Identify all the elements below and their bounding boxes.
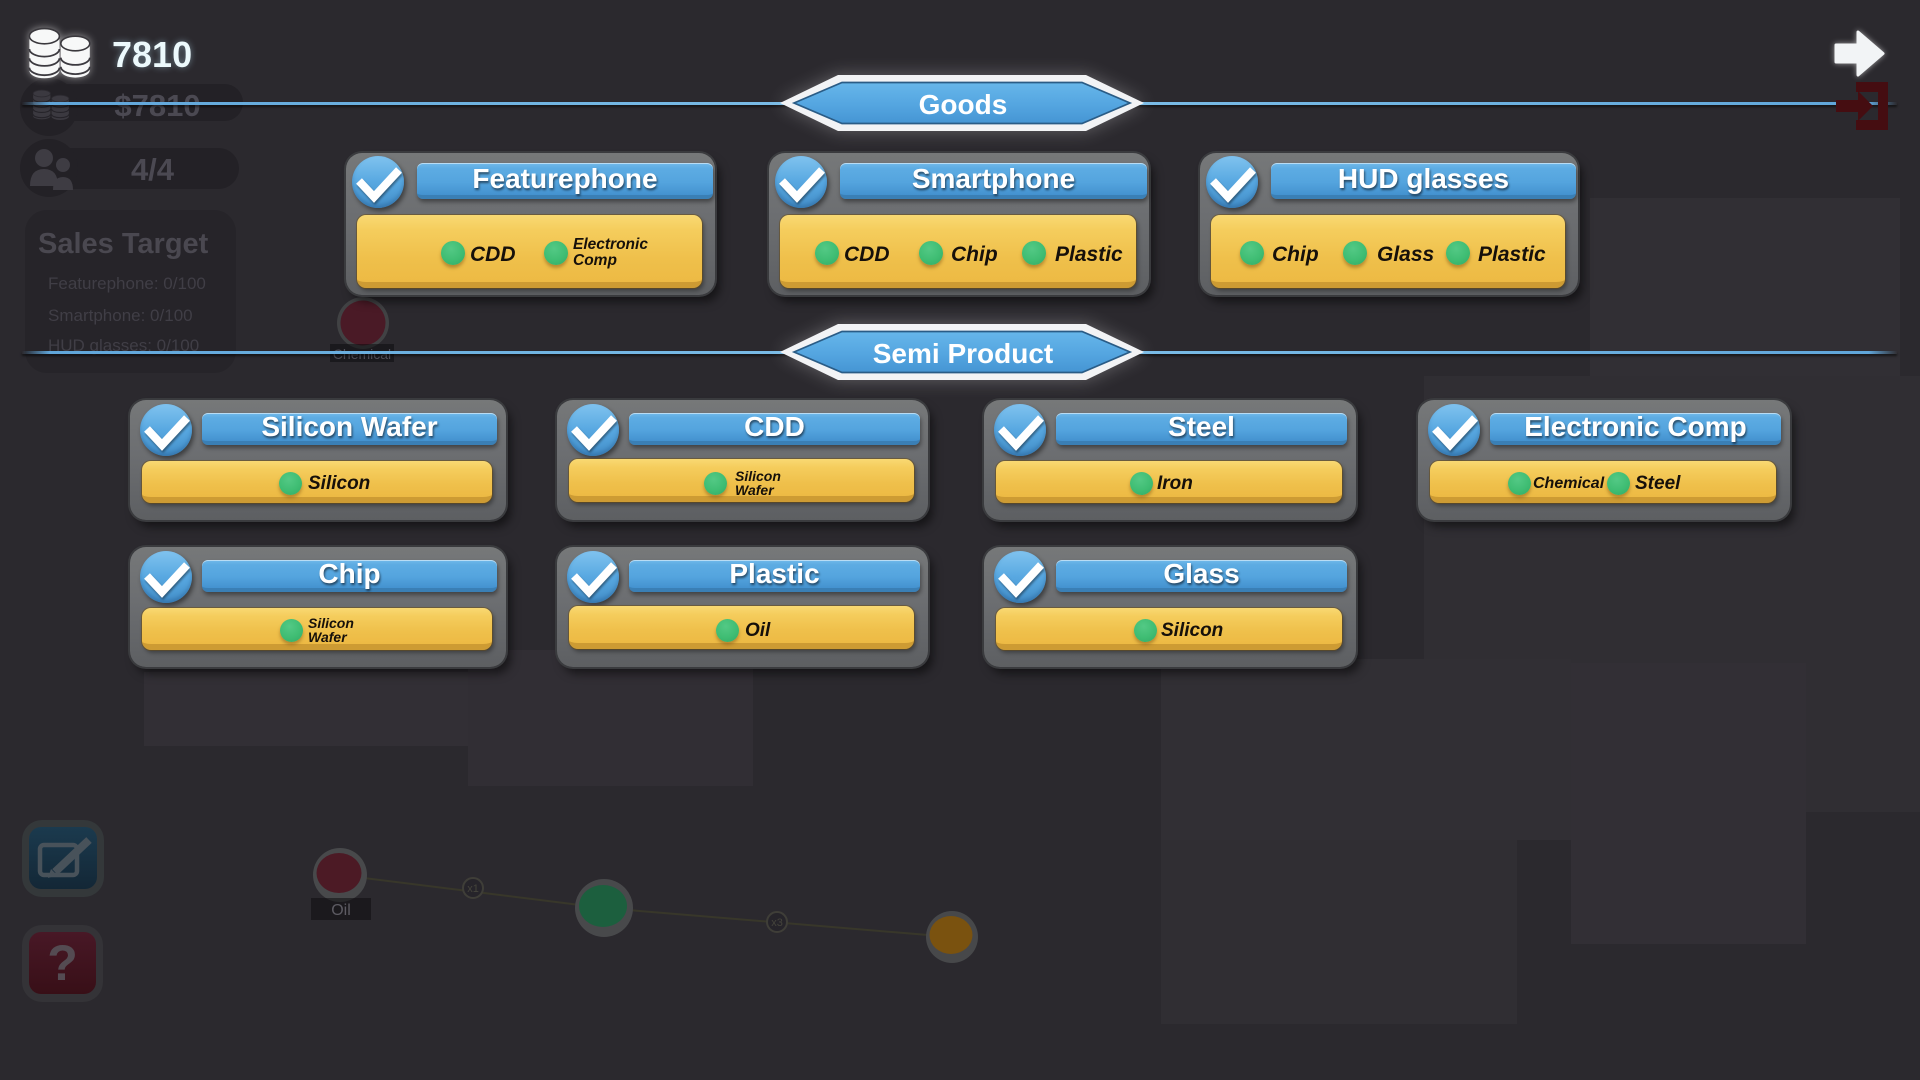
svg-text:Semi Product: Semi Product	[873, 338, 1053, 369]
svg-text:Oil: Oil	[331, 902, 351, 919]
svg-text:Chemical: Chemical	[333, 346, 391, 362]
svg-text:x3: x3	[771, 917, 783, 929]
svg-text:x1: x1	[467, 883, 479, 895]
svg-text:Goods: Goods	[919, 89, 1008, 120]
